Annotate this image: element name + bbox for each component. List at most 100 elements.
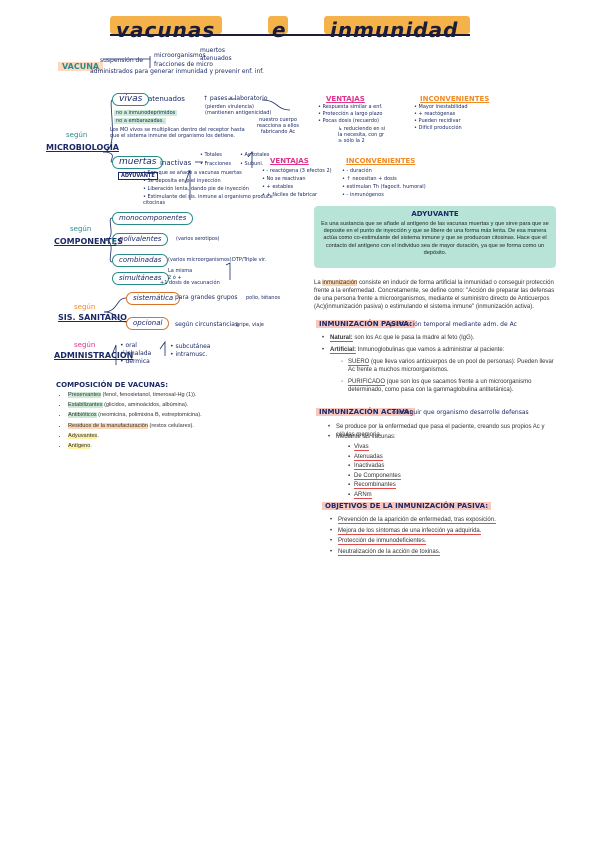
pill-vivas: vivas bbox=[112, 93, 150, 106]
pasiva-natural: •Natural: son los Ac que le pasa la madr… bbox=[322, 335, 475, 342]
title-word-inmunidad: inmunidad bbox=[330, 18, 459, 42]
composicion-item-rest: (restos celulares). bbox=[147, 422, 194, 429]
muertas-subunidades: • Subuni. bbox=[240, 161, 264, 167]
ventajas-vivas-4: ↳ reduciendo en si la necesita, con gr ≥… bbox=[338, 126, 386, 144]
vacuna-tipo: Vivas bbox=[354, 444, 369, 451]
pasiva-suero-text: (que lleva varios anticuerpos de un pool… bbox=[348, 359, 554, 373]
opcional-desc: según circunstancias bbox=[175, 321, 239, 328]
muertas-totales: • Totales bbox=[200, 152, 222, 158]
sanitario-segun: según bbox=[74, 303, 96, 311]
composicion-item-rest: . bbox=[97, 432, 99, 439]
objetivo-text: Neutralización de la acción de toxinas. bbox=[338, 548, 441, 556]
composicion-item: Antibióticos (neomicina, polimixina B, e… bbox=[68, 410, 202, 420]
pasiva-artificial: •Artificial: Inmunoglobulinas que vamos … bbox=[322, 347, 505, 354]
vivas-desc1: ↑ pases x laboratorio bbox=[203, 95, 268, 102]
componentes-label: COMPONENTES bbox=[54, 237, 123, 246]
ventajas-muertas-title: VENTAJAS bbox=[270, 157, 309, 165]
polivalentes-note: (varios serotipos) bbox=[176, 236, 220, 242]
vacuna-line1: suspensión de bbox=[100, 57, 144, 64]
composicion-item-highlight: Preservantes bbox=[68, 392, 101, 398]
admin-subcutanea: • subcutánea bbox=[170, 343, 211, 350]
list-item: •Prevención de la aparición de enfermeda… bbox=[330, 517, 496, 524]
adyuvante-title: ADYUVANTE bbox=[411, 210, 459, 218]
list-item: ▪Vivas bbox=[348, 444, 369, 451]
vivas-desc3: (mantienen antigenicidad) bbox=[205, 110, 272, 116]
microbiologia-segun: según bbox=[66, 131, 88, 139]
ventajas-vivas-title: VENTAJAS bbox=[326, 95, 365, 103]
sistematica-note: polio, tétanos bbox=[246, 295, 281, 301]
composicion-item: Antígeno. bbox=[68, 441, 202, 451]
mo-vivos-text: Los MO vivos se multiplican dentro del r… bbox=[110, 127, 245, 139]
ventajas-muertas-4: • + fáciles de fabricar bbox=[262, 192, 318, 198]
pasiva-artificial-text: Inmunoglobulinas que vamos a administrar… bbox=[356, 347, 505, 353]
adyuvante-tag: ADYUVANTE bbox=[118, 172, 158, 180]
vivas-atenuados: atenuados bbox=[148, 95, 185, 103]
pasiva-subtitle: protección temporal mediante adm. de Ac bbox=[390, 321, 517, 328]
combinadas-note2: DTP/Triple vir. bbox=[232, 257, 267, 263]
componentes-segun: según bbox=[70, 225, 92, 233]
muertas-fracciones: • Fracciones bbox=[200, 161, 231, 167]
simultaneas-note2: La misma bbox=[168, 268, 193, 274]
objetivos-list: •Prevención de la aparición de enfermeda… bbox=[330, 515, 496, 557]
vacuna-tipo: ARNm bbox=[354, 491, 372, 499]
activa-item-1-text: Se produce por la enfermedad que pasa el… bbox=[336, 424, 545, 438]
objetivo-text: Protección de inmunodeficientes. bbox=[338, 538, 427, 545]
vacuna-tipo: Inactivadas bbox=[354, 463, 385, 471]
inconvenientes-muertas-4: • - inmunógenos bbox=[342, 192, 384, 198]
inmunizacion-highlight: inmunización bbox=[322, 280, 358, 286]
muertas-inactivas: inactivas bbox=[160, 159, 192, 167]
activa-item-2-text: Mediante las vacunas: bbox=[336, 434, 396, 440]
admin-dermica: • dérmica bbox=[120, 358, 150, 365]
muertas-adyuvante-4: • Estimulante del sis. inmune al organis… bbox=[143, 194, 273, 206]
pasiva-natural-label: Natural: bbox=[330, 335, 353, 342]
vacuna-tipo: Atenuadas bbox=[354, 453, 383, 461]
sanitario-label: SIS. SANITARIO bbox=[58, 313, 127, 322]
sistematica-desc: para grandes grupos bbox=[175, 294, 238, 301]
muertas-adyuvante-3: • Liberación lenta, dando pie de inyecci… bbox=[143, 186, 249, 192]
composicion-item-highlight: Estabilizantes bbox=[68, 402, 103, 409]
vacuna-label: VACUNA bbox=[58, 62, 104, 71]
administracion-segun: según bbox=[74, 341, 96, 349]
inconvenientes-muertas-3: • estimulan Th (fagocit. humoral) bbox=[342, 184, 426, 190]
composicion-item-highlight: Adyuvantes bbox=[68, 432, 98, 439]
adyuvante-body: Es una sustancia que se añade al antígen… bbox=[321, 221, 549, 256]
composicion-item: Preservantes (fenol, fenoxietanol, timer… bbox=[68, 390, 202, 400]
list-item: ▪ARNm bbox=[348, 491, 372, 499]
ventajas-muertas-3: • + estables bbox=[262, 184, 294, 190]
pasiva-purificado-label: PURIFICADO bbox=[348, 379, 386, 386]
opcional-note: gripe, viaje bbox=[236, 322, 264, 328]
list-item: ▪Recombinantes bbox=[348, 482, 396, 490]
muertas-adyuvante-2: • Se deposita en piel inyección bbox=[143, 178, 221, 184]
pasiva-suero-label: SUERO bbox=[348, 359, 370, 366]
no-embarazadas: no a embarazadas. bbox=[114, 118, 166, 124]
nuestro-cuerpo: nuestro cuerpo reacciona a ellos fabrica… bbox=[256, 117, 300, 135]
inconvenientes-muertas-2: • ↑ necesitan + dosis bbox=[342, 176, 397, 182]
muertas-adyuvante-1: • Son que se añade a vacunas muertas bbox=[143, 170, 242, 176]
composicion-item-rest: (neomicina, polimixina B, estreptomicina… bbox=[96, 412, 202, 419]
ventajas-muertas-2: • No se reactivan bbox=[262, 176, 306, 182]
admin-inhalada: • inhalada bbox=[120, 350, 152, 357]
inmunizacion-p1b: consiste en inducir de forma artificial … bbox=[314, 280, 555, 310]
pasiva-artificial-label: Artificial: bbox=[330, 347, 357, 354]
pasiva-purificado: ◦PURIFICADO (que son los que sacamos fre… bbox=[341, 379, 532, 393]
composicion-list: Preservantes (fenol, fenoxietanol, timer… bbox=[60, 390, 202, 451]
title-word-e: e bbox=[272, 18, 287, 42]
activa-item-2: •Mediante las vacunas: bbox=[328, 434, 396, 440]
inconvenientes-muertas-1: • - duración bbox=[342, 168, 372, 174]
admin-oral: • oral bbox=[120, 342, 137, 349]
list-item: ▪Inactivadas bbox=[348, 463, 385, 471]
list-item: •Neutralización de la acción de toxinas. bbox=[330, 548, 441, 556]
pill-polivalentes: polivalentes bbox=[112, 233, 169, 246]
pasiva-suero: ◦SUERO (que lleva varios anticuerpos de … bbox=[341, 359, 554, 373]
inconvenientes-vivas-title: INCONVENIENTES bbox=[420, 95, 490, 103]
vacuna-fracciones: fracciones de micro bbox=[154, 61, 213, 68]
vacuna-microorganismos: microorganismos bbox=[154, 52, 206, 59]
composicion-item-rest: (glicidos, aminoácidos, albúmina). bbox=[102, 402, 189, 409]
objetivos-title: OBJETIVOS DE LA INMUNIZACIÓN PASIVA: bbox=[322, 502, 492, 510]
admin-intramuscular: • intramusc. bbox=[170, 351, 208, 358]
administracion-label: ADMINISTRACIÓN bbox=[54, 351, 134, 360]
ventajas-muertas-1: • - reactógena (3 efectos 2) bbox=[262, 168, 332, 174]
inconvenientes-vivas-2: • + reactógenas bbox=[414, 111, 456, 117]
activa-subtitle: conseguir que organismo desarrolle defen… bbox=[392, 409, 529, 416]
vacuna-tipo: De Componentes bbox=[354, 472, 401, 480]
